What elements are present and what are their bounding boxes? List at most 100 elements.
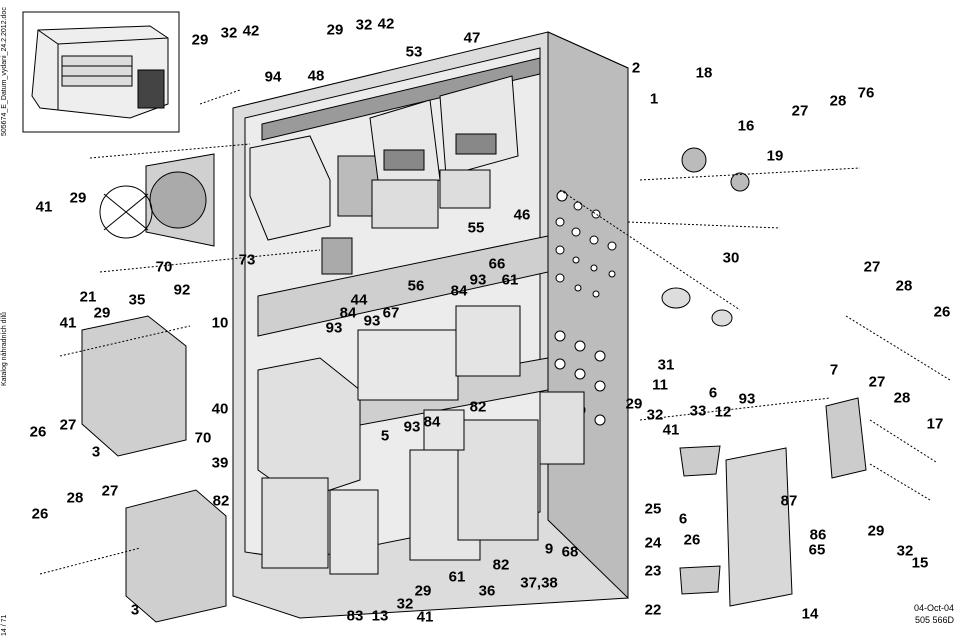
callout-label: 84 bbox=[423, 413, 441, 431]
callout-label: 32 bbox=[896, 542, 914, 560]
callout-label: 37,38 bbox=[520, 574, 558, 592]
callout-label: 61 bbox=[448, 568, 466, 586]
callout-label: 65 bbox=[808, 541, 826, 559]
inset-printer-view bbox=[22, 11, 180, 133]
callout-label: 93 bbox=[738, 390, 756, 408]
callout-label: 27 bbox=[868, 373, 886, 391]
callout-label: 29 bbox=[326, 21, 344, 39]
fan-and-heatsinks bbox=[81, 153, 227, 623]
callout-label: 13 bbox=[371, 607, 389, 625]
callout-label: 6 bbox=[678, 510, 688, 528]
callout-label: 83 bbox=[346, 607, 364, 625]
callout-label: 5 bbox=[380, 427, 390, 445]
callout-label: 27 bbox=[101, 482, 119, 500]
callout-label: 22 bbox=[644, 601, 662, 619]
callout-label: 26 bbox=[31, 505, 49, 523]
callout-label: 86 bbox=[809, 526, 827, 544]
callout-label: 55 bbox=[467, 219, 485, 237]
callout-label: 28 bbox=[893, 389, 911, 407]
callout-label: 3 bbox=[91, 443, 101, 461]
callout-label: 93 bbox=[403, 418, 421, 436]
callout-label: 23 bbox=[644, 562, 662, 580]
callout-label: 6 bbox=[708, 384, 718, 402]
callout-label: 70 bbox=[194, 429, 212, 447]
callout-label: 82 bbox=[212, 492, 230, 510]
drawing-code: 505 566D bbox=[914, 615, 954, 625]
callout-label: 32 bbox=[355, 16, 373, 34]
callout-label: 25 bbox=[644, 500, 662, 518]
callout-label: 28 bbox=[829, 92, 847, 110]
page-number: 14 / 71 bbox=[1, 614, 8, 636]
callout-label: 93 bbox=[363, 312, 381, 330]
callout-label: 56 bbox=[407, 277, 425, 295]
assembly-lines bbox=[39, 89, 951, 575]
callout-label: 66 bbox=[488, 255, 506, 273]
callout-label: 92 bbox=[173, 281, 191, 299]
callout-label: 40 bbox=[211, 400, 229, 418]
callout-label: 48 bbox=[307, 67, 325, 85]
callout-label: 94 bbox=[264, 68, 282, 86]
document-id: 505674_E_Datum_vydani_24.2.2012.doc bbox=[1, 7, 8, 136]
callout-label: 29 bbox=[414, 582, 432, 600]
callout-label: 82 bbox=[469, 398, 487, 416]
callout-label: 61 bbox=[501, 271, 519, 289]
callout-label: 27 bbox=[863, 258, 881, 276]
callout-label: 27 bbox=[59, 416, 77, 434]
cabinet-components bbox=[249, 75, 585, 575]
callout-label: 53 bbox=[405, 43, 423, 61]
callout-label: 87 bbox=[780, 492, 798, 510]
callout-label: 28 bbox=[895, 277, 913, 295]
callout-label: 14 bbox=[801, 605, 819, 623]
callout-label: 29 bbox=[69, 189, 87, 207]
callout-label: 84 bbox=[450, 282, 468, 300]
callout-label: 32 bbox=[396, 595, 414, 613]
callout-label: 42 bbox=[377, 15, 395, 33]
callout-label: 18 bbox=[695, 64, 713, 82]
callout-label: 16 bbox=[737, 117, 755, 135]
callout-label: 29 bbox=[191, 31, 209, 49]
callout-label: 47 bbox=[463, 29, 481, 47]
callout-label: 41 bbox=[416, 608, 434, 626]
callout-label: 26 bbox=[683, 531, 701, 549]
callout-label: 29 bbox=[625, 395, 643, 413]
callout-label: 19 bbox=[766, 147, 784, 165]
callout-label: 15 bbox=[911, 554, 929, 572]
callout-label: 26 bbox=[933, 303, 951, 321]
callout-label: 35 bbox=[128, 291, 146, 309]
callout-label: 93 bbox=[325, 319, 343, 337]
date-stamp: 04-Oct-04 bbox=[913, 603, 954, 613]
callout-label: 70 bbox=[155, 258, 173, 276]
callout-label: 1 bbox=[649, 90, 659, 108]
callout-label: 31 bbox=[657, 356, 675, 374]
callout-label: 76 bbox=[857, 84, 875, 102]
callout-label: 12 bbox=[714, 403, 732, 421]
callout-label: 32 bbox=[220, 24, 238, 42]
callout-label: 82 bbox=[492, 556, 510, 574]
callout-label: 84 bbox=[339, 304, 357, 322]
callout-label: 17 bbox=[926, 415, 944, 433]
callout-label: 28 bbox=[66, 489, 84, 507]
callout-label: 68 bbox=[561, 543, 579, 561]
callout-label: 32 bbox=[646, 406, 664, 424]
callout-label: 93 bbox=[469, 271, 487, 289]
terminal-blocks-and-glands bbox=[661, 147, 867, 607]
callout-label: 46 bbox=[513, 206, 531, 224]
callout-label: 26 bbox=[29, 423, 47, 441]
callout-label: 10 bbox=[211, 314, 229, 332]
callout-label: 11 bbox=[652, 376, 668, 394]
callout-label: 39 bbox=[211, 454, 229, 472]
callout-label: 24 bbox=[644, 534, 662, 552]
callout-label: 7 bbox=[829, 361, 839, 379]
callout-label: 73 bbox=[238, 251, 256, 269]
callout-label: 21 bbox=[79, 288, 97, 306]
callout-label: 30 bbox=[722, 249, 740, 267]
callout-label: 9 bbox=[544, 540, 554, 558]
callout-label: 2 bbox=[631, 59, 641, 77]
callout-label: 29 bbox=[93, 304, 111, 322]
callout-label: 36 bbox=[478, 582, 496, 600]
callout-label: 41 bbox=[59, 314, 77, 332]
callout-label: 27 bbox=[791, 102, 809, 120]
callout-label: 29 bbox=[867, 522, 885, 540]
callout-label: 42 bbox=[242, 22, 260, 40]
callout-label: 41 bbox=[662, 421, 680, 439]
